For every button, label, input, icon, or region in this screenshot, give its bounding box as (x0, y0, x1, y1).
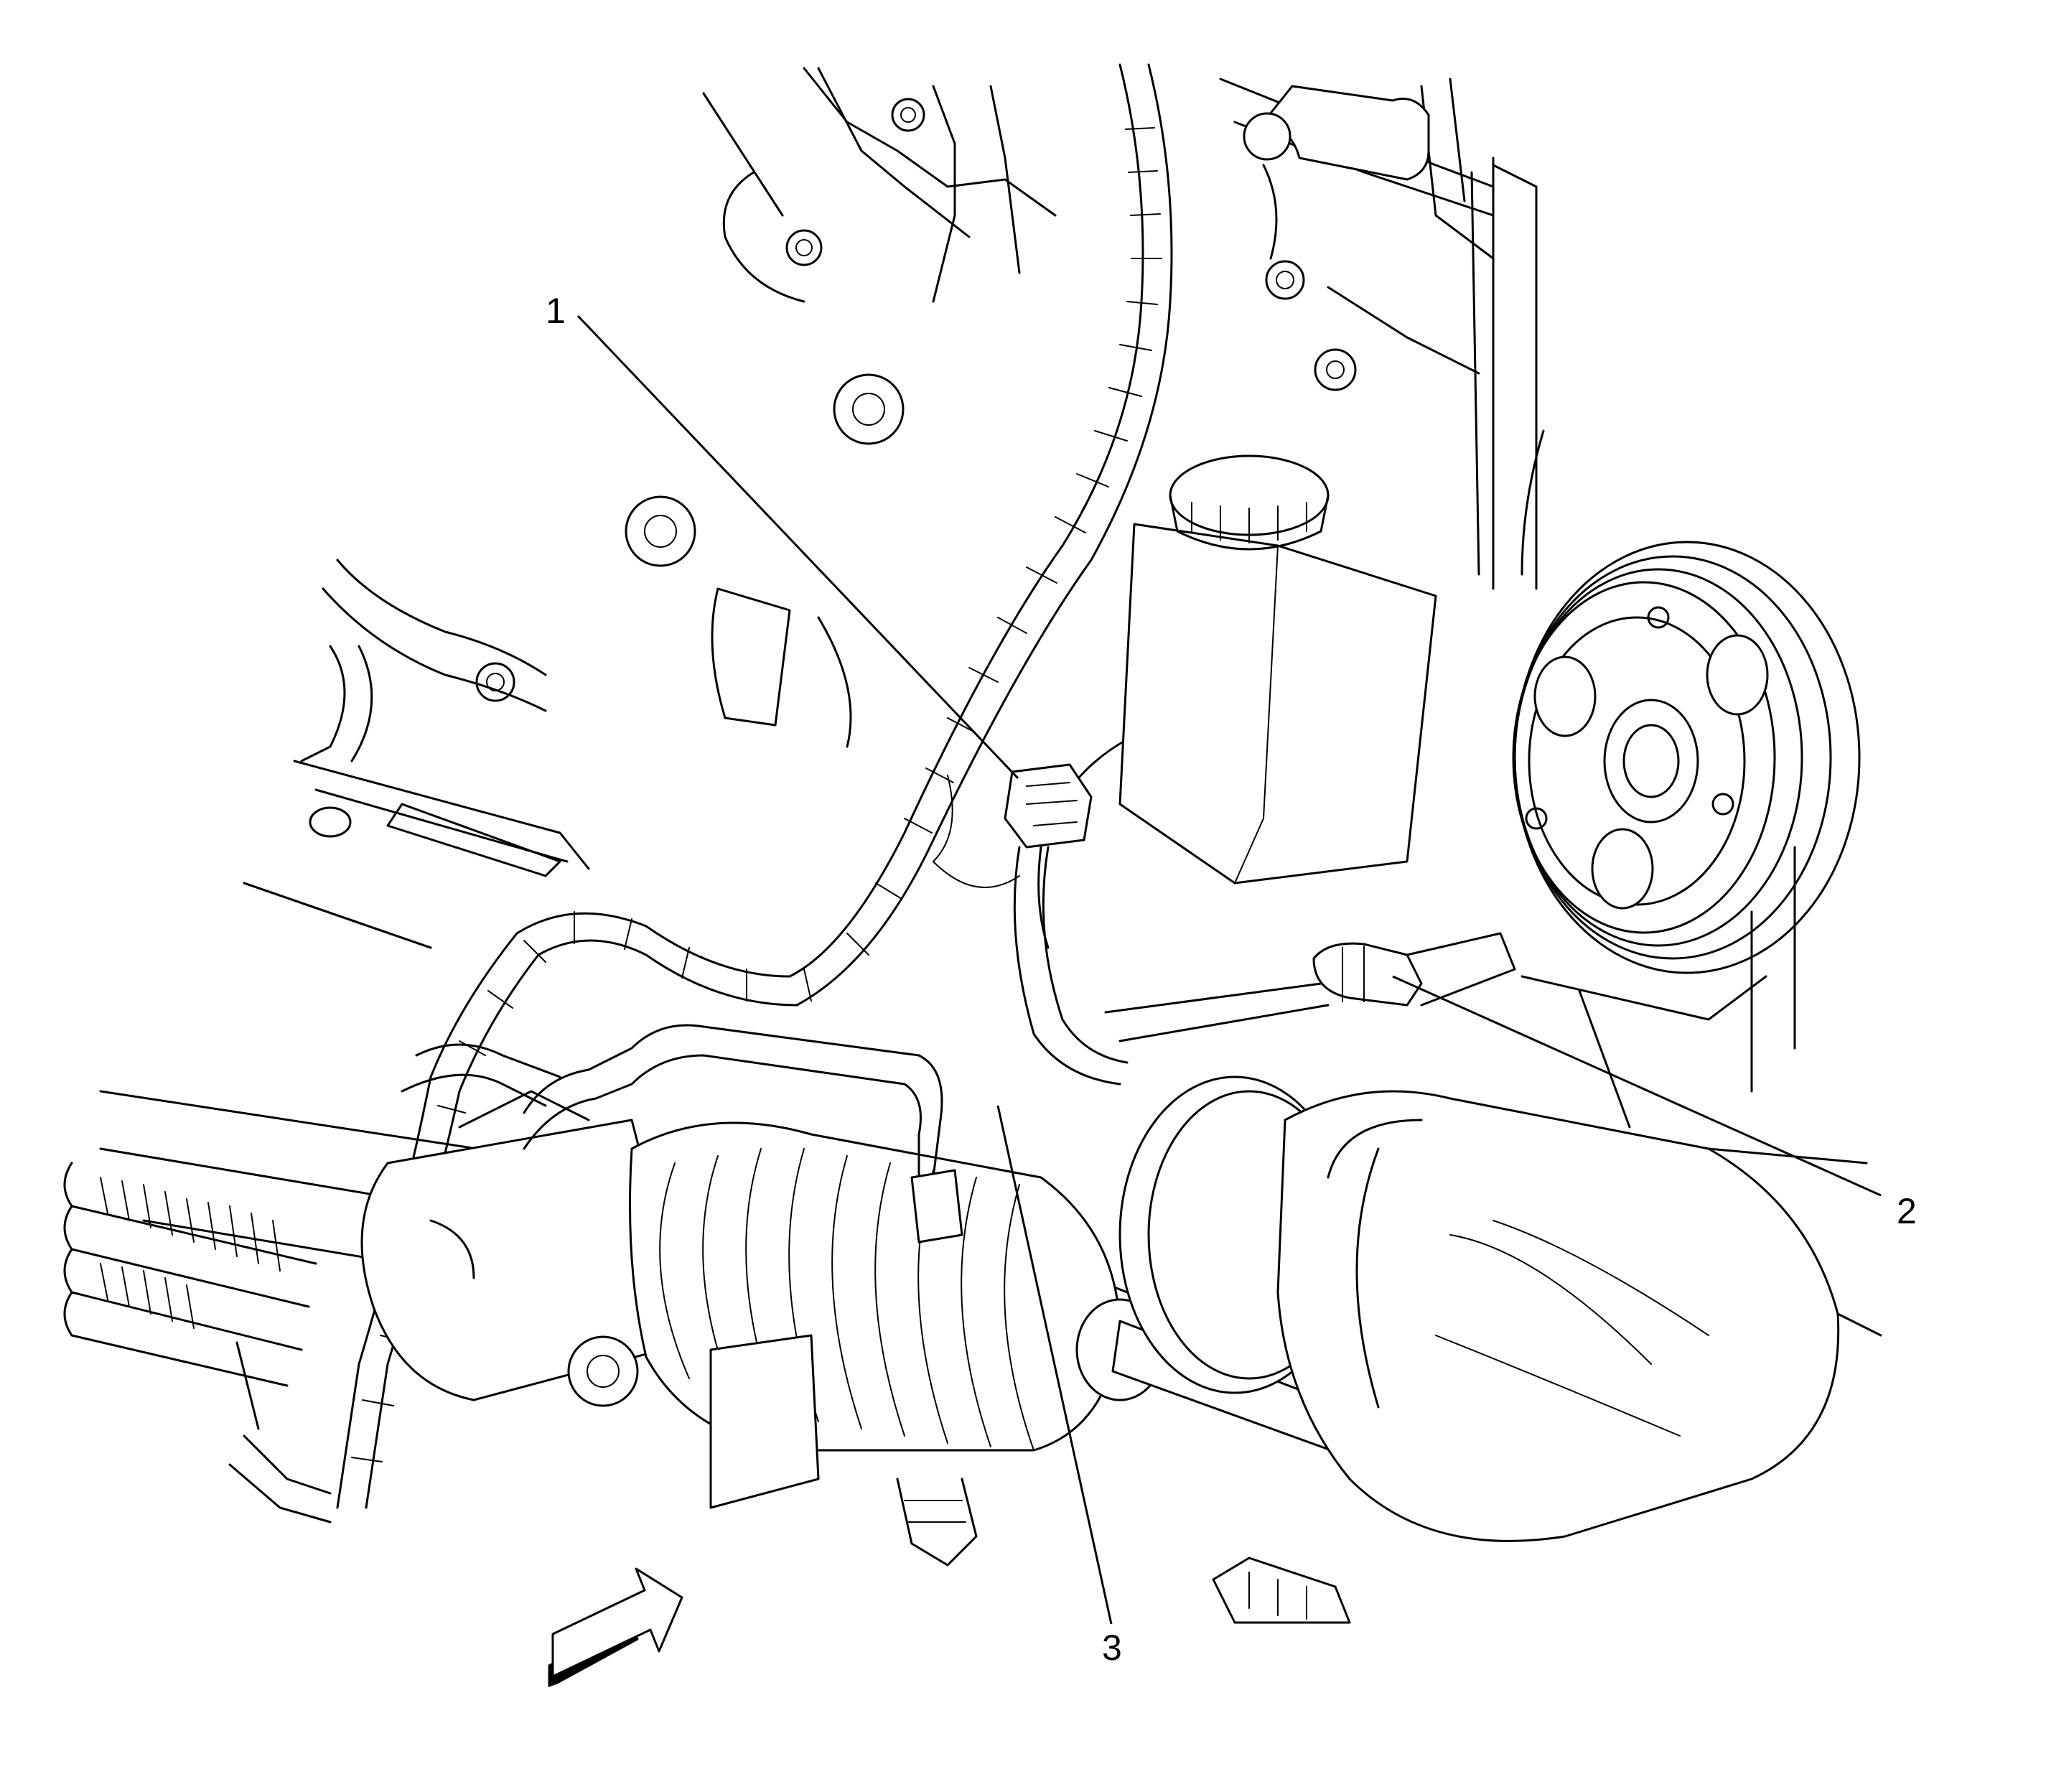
bolt-icon (567, 1335, 639, 1407)
pressure-switch (1104, 932, 1516, 1042)
view-direction-arrow-icon (548, 1567, 683, 1687)
bolt-icon (1265, 260, 1305, 300)
bolt-icon (475, 662, 515, 702)
pressure-hose (401, 1024, 963, 1243)
callout-2: 2 (1392, 975, 1917, 1231)
bolt-icon (785, 229, 823, 266)
drive-axle-boot (1118, 1075, 1882, 1542)
bolt-icon (625, 495, 696, 567)
upper-engine-structure (475, 67, 1495, 702)
bolt-icon (1314, 348, 1357, 391)
background-linework (243, 846, 1796, 1129)
bolt-icon (891, 98, 925, 132)
wiring-harness (336, 63, 1173, 1509)
bolt-icon (833, 373, 905, 445)
pulley (1492, 164, 1861, 974)
harness-branch (932, 738, 1129, 1086)
reservoir (1118, 454, 1437, 885)
callout-1-label: 1 (546, 291, 566, 331)
callout-1: 1 (546, 291, 1019, 780)
mount-bracket (243, 559, 852, 949)
callout-2-label: 2 (1897, 1191, 1917, 1231)
callout-3-label: 3 (1102, 1628, 1122, 1668)
callout-3: 3 (996, 1105, 1122, 1668)
sensor-connector (1004, 763, 1093, 849)
